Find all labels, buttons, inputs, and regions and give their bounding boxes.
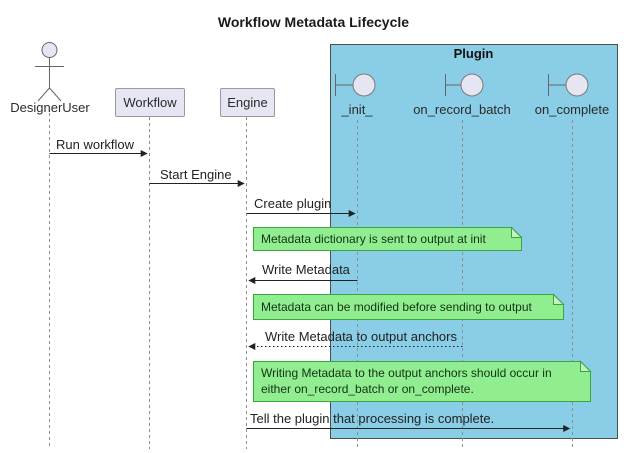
lifelines: [49, 113, 573, 449]
boundary-on-complete-icon: [548, 73, 589, 97]
note-fold-2: [553, 293, 565, 305]
message-start-engine: Start Engine: [160, 167, 232, 182]
note-shape-2: [253, 294, 564, 320]
message-create-plugin: Create plugin: [254, 196, 332, 211]
note-metadata-modified: Metadata can be modified before sending …: [261, 300, 532, 314]
note-fold-1: [511, 226, 523, 238]
boundary-init-icon: [335, 73, 376, 97]
lifeline-label-init: _init_: [341, 102, 373, 117]
participant-engine: Engine: [220, 88, 275, 117]
boundary-on-record-batch-icon: [445, 73, 484, 97]
diagram-title: Workflow Metadata Lifecycle: [217, 14, 410, 30]
participant-workflow: Workflow: [115, 88, 185, 117]
note-shape-1: [253, 227, 522, 251]
message-processing-complete: Tell the plugin that processing is compl…: [250, 411, 495, 426]
plugin-container-label: Plugin: [453, 46, 494, 61]
message-write-metadata: Write Metadata: [262, 262, 350, 277]
note-shapes: [253, 226, 592, 402]
message-arrows: [49, 150, 571, 432]
note-write-anchors: Writing Metadata to the output anchors s…: [261, 366, 552, 396]
lifeline-label-on-complete: on_complete: [534, 102, 610, 117]
note-fold-3: [580, 360, 592, 372]
note-metadata-init: Metadata dictionary is sent to output at…: [261, 232, 486, 246]
note-shape-3: [253, 361, 591, 402]
message-write-metadata-anchors: Write Metadata to output anchors: [265, 329, 457, 344]
message-run-workflow: Run workflow: [56, 137, 135, 152]
actor-icon: [35, 42, 64, 102]
actor-label-designeruser: DesignerUser: [10, 100, 90, 115]
lifeline-label-on-record-batch: on_record_batch: [413, 102, 511, 117]
